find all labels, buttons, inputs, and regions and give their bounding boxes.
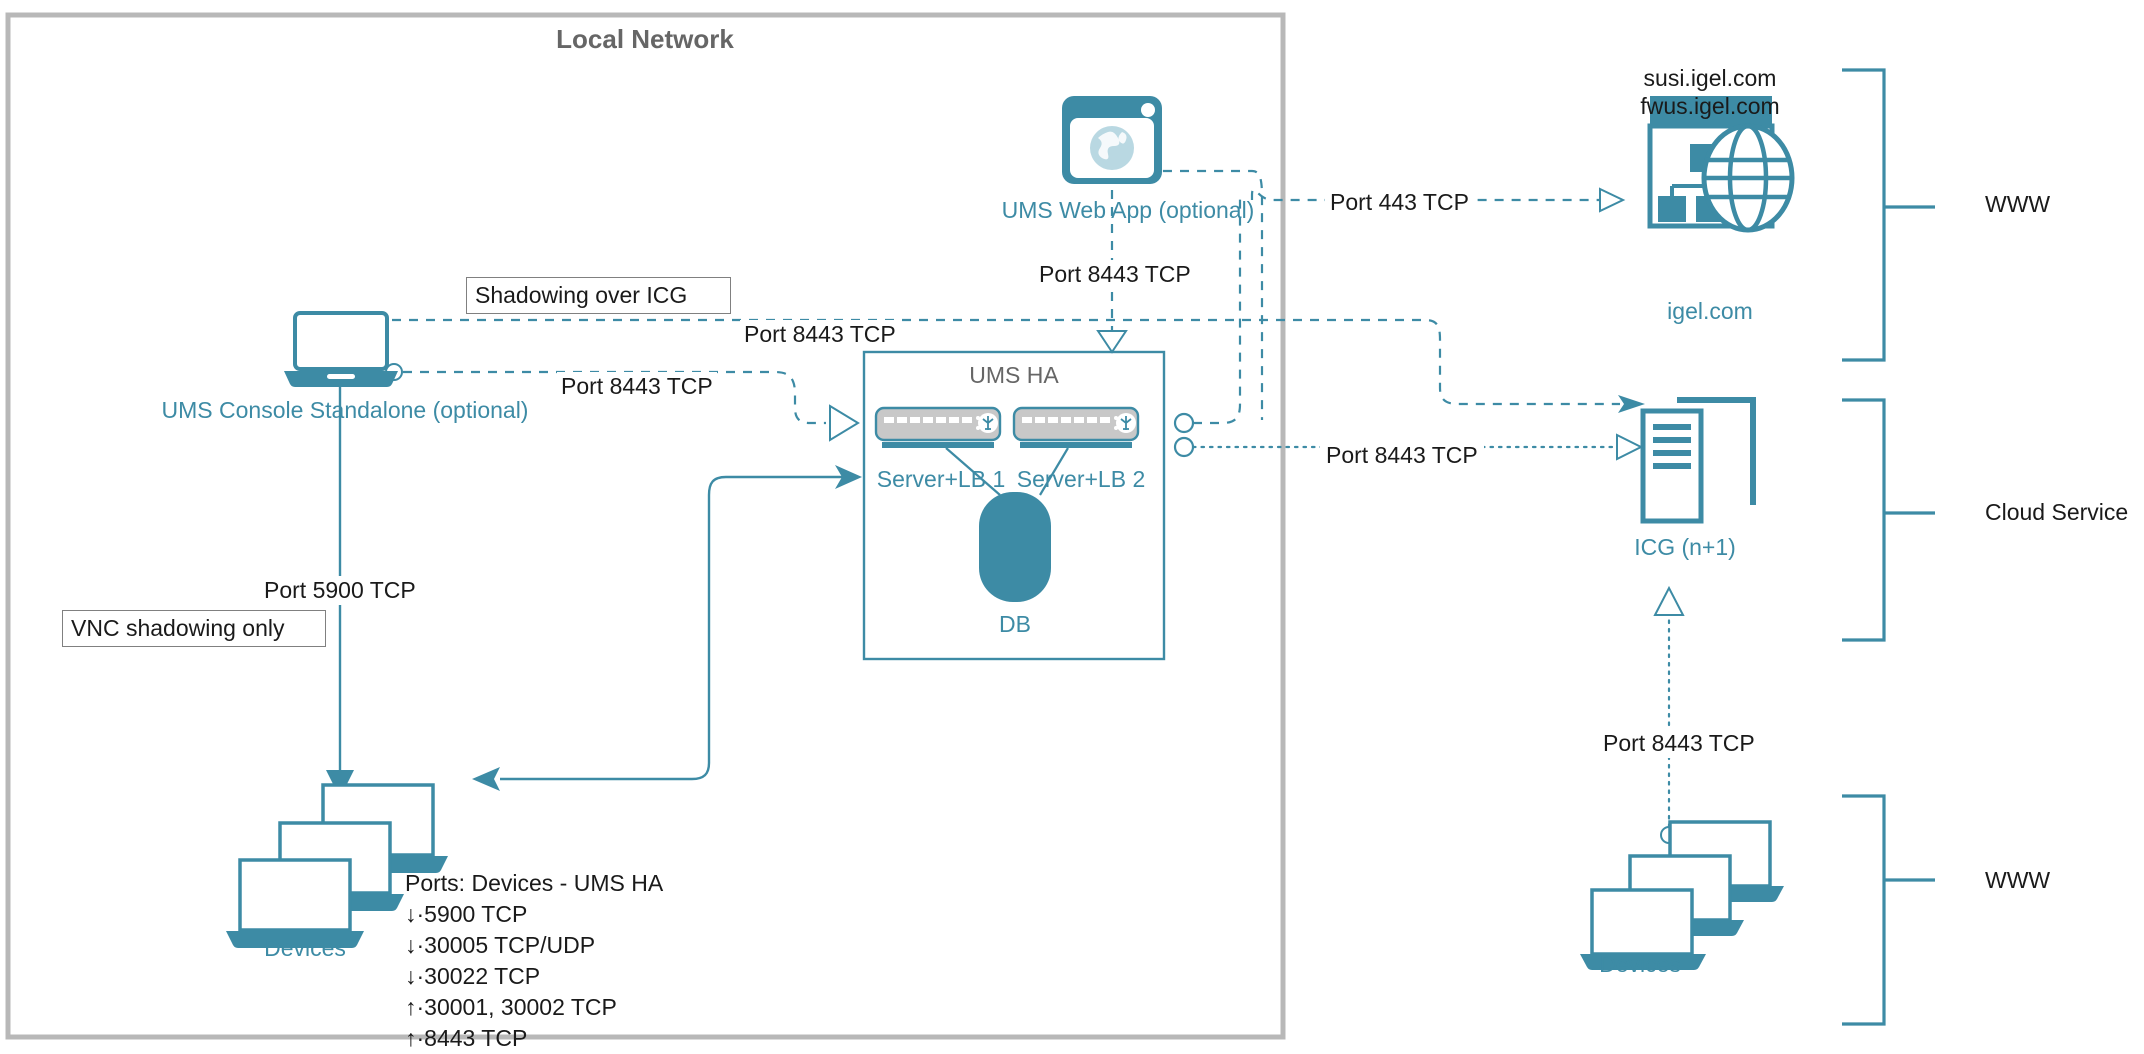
server-lb-2-label: Server+LB 2 xyxy=(1016,466,1146,492)
local-network-title: Local Network xyxy=(556,24,734,54)
server-lb-1-label: Server+LB 1 xyxy=(876,466,1006,492)
ports-block-line-4: ↑·30001, 30002 TCP xyxy=(405,994,617,1020)
edge-umsha-to-icg xyxy=(1173,433,1644,461)
browser-globe-icon xyxy=(1062,96,1162,184)
laptop-icon xyxy=(284,311,398,387)
bracket-www-bottom xyxy=(1842,794,1935,1026)
edge-label-devices-icg: Port 8443 TCP xyxy=(1597,729,1761,758)
edge-devices-remote-to-icg xyxy=(1653,585,1685,844)
note-shadowing-over-icg: Shadowing over ICG xyxy=(466,277,731,314)
bracket-label-cloud-service: Cloud Service xyxy=(1985,499,2129,525)
edge-label-port-443-tcp: Port 443 TCP xyxy=(1325,188,1474,217)
edge-umsha-to-devices xyxy=(472,465,862,791)
local-network-frame xyxy=(5,12,1286,1040)
icg-label: ICG (n+1) xyxy=(1634,534,1736,560)
ports-block-line-3: ↓·30022 TCP xyxy=(405,963,541,989)
edge-label-shadow-icg: Port 8443 TCP xyxy=(740,320,900,349)
edge-console-shadowing-over-icg xyxy=(392,318,1645,413)
ums-ha-group-box xyxy=(862,350,1166,661)
bracket-www-top xyxy=(1842,68,1935,362)
hostname-fwus: fwus.igel.com xyxy=(1640,93,1780,119)
ums-ha-label: UMS HA xyxy=(969,362,1059,388)
edge-label-webapp-umsha: Port 8443 TCP xyxy=(1033,260,1197,289)
server-switch-icon-2 xyxy=(1012,406,1140,496)
igel-com-label: igel.com xyxy=(1667,298,1753,324)
bracket-cloud-service xyxy=(1842,398,1935,642)
website-globe-icon xyxy=(1647,96,1795,233)
edge-label-umsha-icg: Port 8443 TCP xyxy=(1320,441,1484,470)
bracket-label-www-bottom: WWW xyxy=(1985,867,2051,893)
ports-block-line-5: ↑·8443 TCP xyxy=(405,1025,528,1051)
edge-webapp-to-umsha xyxy=(1096,156,1128,354)
ports-block-line-2: ↓·30005 TCP/UDP xyxy=(405,932,596,958)
ports-block-title: Ports: Devices - UMS HA xyxy=(405,870,664,896)
devices-local-label: Devices xyxy=(264,935,346,961)
database-cylinder-icon xyxy=(979,492,1051,602)
ums-console-label: UMS Console Standalone (optional) xyxy=(161,397,529,423)
server-tower-icon xyxy=(1640,397,1756,524)
ums-web-app-label: UMS Web App (optional) xyxy=(1001,197,1255,223)
edge-label-console-umsha: Port 8443 TCP xyxy=(557,372,717,401)
ports-block-line-1: ↓·5900 TCP xyxy=(405,901,528,927)
server-switch-icon-1 xyxy=(874,406,1002,496)
laptops-stack-icon-remote xyxy=(1580,820,1784,970)
laptops-stack-icon-local xyxy=(226,783,448,948)
bracket-label-www-top: WWW xyxy=(1985,191,2051,217)
devices-remote-label: Devices xyxy=(1599,951,1681,977)
db-label: DB xyxy=(999,611,1031,637)
edge-label-port-5900-tcp: Port 5900 TCP xyxy=(258,576,422,605)
edge-umsha-port-upper xyxy=(1173,196,1242,434)
note-vnc-shadowing-only: VNC shadowing only xyxy=(62,610,326,647)
hostname-susi: susi.igel.com xyxy=(1643,65,1777,91)
